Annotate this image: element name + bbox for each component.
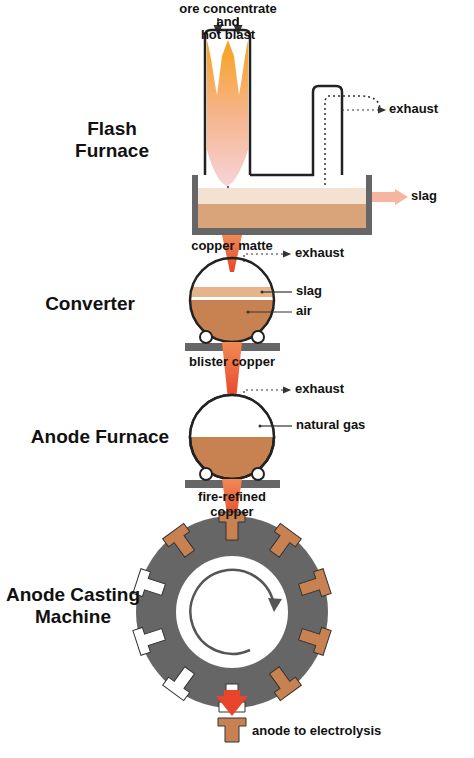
feed-label: hot blast [201,28,255,43]
gas-label: natural gas [296,418,365,433]
stage-heading: Flash Furnace [57,118,167,162]
air-label: air [296,304,312,319]
stage-heading: Converter [45,293,135,315]
stream-label: fire-refined copper [182,490,282,520]
stream-label: copper matte [191,239,273,254]
slag-label: slag [296,284,322,299]
exhaust-label: exhaust [389,102,438,117]
output-label: anode to electrolysis [252,724,381,739]
exhaust-label: exhaust [295,382,344,397]
exhaust-label: exhaust [295,246,344,261]
stage-heading: Anode Casting Machine [3,584,143,628]
slag-label: slag [411,189,437,204]
stage-heading: Anode Furnace [31,426,169,448]
stream-label: blister copper [189,355,275,370]
